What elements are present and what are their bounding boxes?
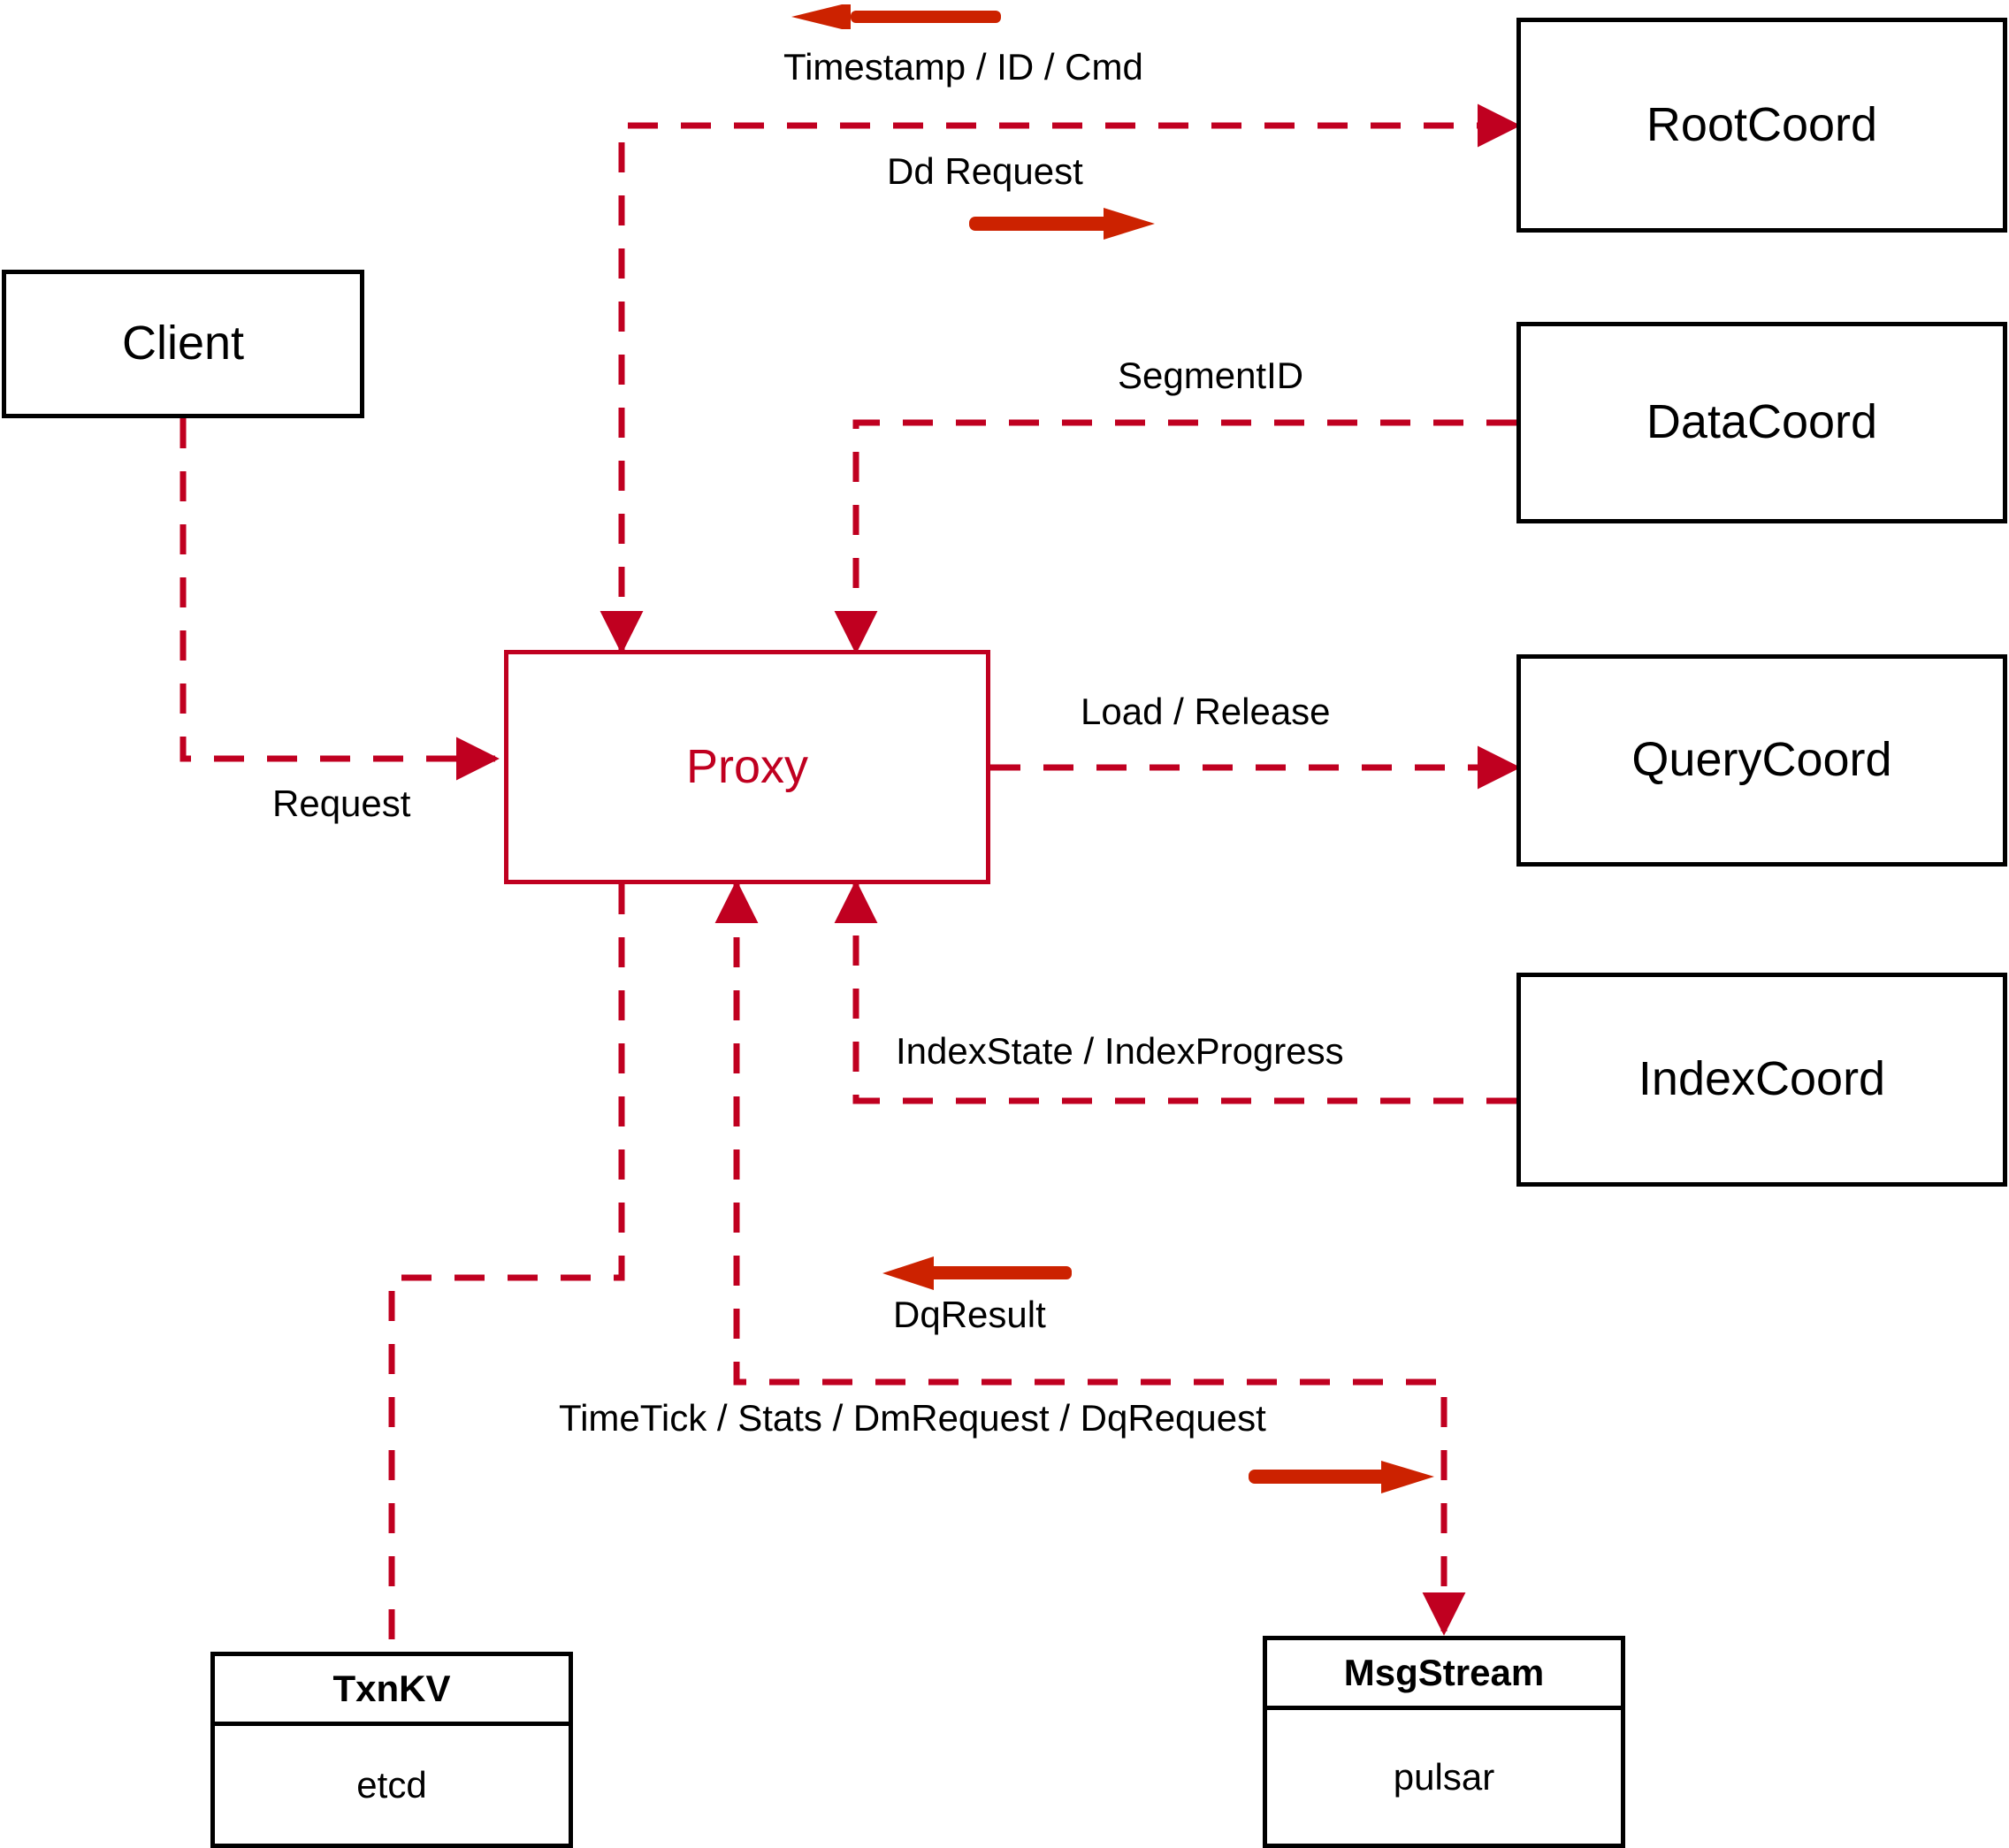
node-proxy[interactable]: Proxy: [504, 650, 990, 884]
direction-arrow-timestamp: [791, 4, 1001, 29]
edge-label-request: Request: [272, 785, 410, 822]
wire-client-to-proxy: [180, 418, 500, 781]
node-indexcoord-label: IndexCoord: [1638, 1052, 1886, 1106]
node-client-label: Client: [121, 317, 245, 370]
node-proxy-label: Proxy: [685, 739, 809, 793]
edge-label-text: Dd Request: [887, 150, 1083, 192]
node-txnkv-body: etcd: [215, 1726, 569, 1844]
node-msgstream[interactable]: MsgStream pulsar: [1263, 1636, 1625, 1848]
node-querycoord[interactable]: QueryCoord: [1516, 654, 2007, 867]
node-msgstream-header: MsgStream: [1267, 1640, 1621, 1710]
wire-proxy-to-txnkv: [388, 884, 625, 1652]
edge-label-text: TimeTick / Stats / DmRequest / DqRequest: [559, 1397, 1266, 1439]
node-txnkv-title: TxnKV: [332, 1668, 451, 1709]
direction-arrow-dqresult: [882, 1256, 1072, 1290]
node-datacoord-label: DataCoord: [1646, 395, 1878, 449]
edge-label-load-release: Load / Release: [1081, 693, 1331, 730]
direction-arrow-timetick: [1249, 1461, 1434, 1493]
edge-label-segmentid: SegmentID: [1118, 357, 1303, 394]
edge-label-text: Timestamp / ID / Cmd: [783, 46, 1143, 88]
wire-proxy-to-msgstream: [714, 880, 1466, 1636]
edge-label-dd-request: Dd Request: [887, 153, 1083, 190]
edge-label-dqresult: DqResult: [893, 1296, 1046, 1333]
edge-label-text: Load / Release: [1081, 691, 1331, 732]
node-msgstream-body: pulsar: [1267, 1710, 1621, 1844]
wire-proxy-to-rootcoord: [600, 103, 1521, 654]
edge-label-text: SegmentID: [1118, 355, 1304, 396]
direction-arrow-dd-request: [969, 208, 1155, 240]
edge-label-text: IndexState / IndexProgress: [896, 1030, 1344, 1072]
node-msgstream-impl: pulsar: [1393, 1755, 1495, 1798]
edge-label-timetick: TimeTick / Stats / DmRequest / DqRequest: [559, 1400, 1266, 1437]
node-txnkv-header: TxnKV: [215, 1656, 569, 1726]
node-datacoord[interactable]: DataCoord: [1516, 322, 2007, 523]
node-indexcoord[interactable]: IndexCoord: [1516, 973, 2007, 1187]
wire-datacoord-to-proxy: [834, 419, 1516, 654]
node-querycoord-label: QueryCoord: [1631, 733, 1892, 787]
node-txnkv[interactable]: TxnKV etcd: [210, 1652, 573, 1848]
edge-label-timestamp-id-cmd: Timestamp / ID / Cmd: [783, 49, 1143, 86]
node-rootcoord-label: RootCoord: [1646, 97, 1878, 151]
node-rootcoord[interactable]: RootCoord: [1516, 18, 2007, 233]
node-txnkv-impl: etcd: [356, 1763, 427, 1806]
edge-label-text: DqResult: [893, 1294, 1046, 1335]
node-msgstream-title: MsgStream: [1343, 1652, 1545, 1693]
edge-label-indexstate: IndexState / IndexProgress: [896, 1033, 1344, 1070]
edge-label-text: Request: [272, 783, 411, 824]
node-client[interactable]: Client: [2, 270, 364, 418]
